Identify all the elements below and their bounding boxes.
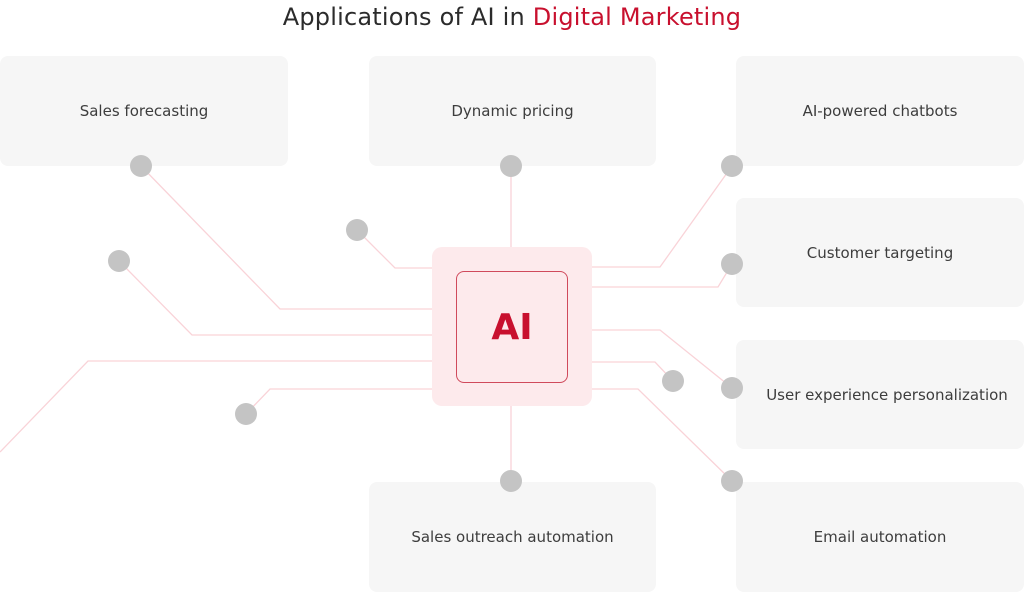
app-label: AI-powered chatbots — [802, 102, 958, 120]
node-dot-icon — [662, 370, 684, 392]
app-label: Dynamic pricing — [451, 102, 574, 120]
node-dot-icon — [108, 250, 130, 272]
title-prefix: Applications of AI in — [282, 3, 533, 31]
app-label: Customer targeting — [806, 243, 954, 262]
node-dot-icon — [235, 403, 257, 425]
app-box-sales-forecasting: Sales forecasting — [0, 56, 288, 166]
node-dot-icon — [130, 155, 152, 177]
node-dot-icon — [721, 253, 743, 275]
node-dot-icon — [721, 377, 743, 399]
app-box-customer-targeting: Customer targeting — [736, 198, 1024, 307]
app-label: Email automation — [813, 528, 947, 546]
app-box-email-automation: Email automation — [736, 482, 1024, 592]
app-box-ai-chatbots: AI-powered chatbots — [736, 56, 1024, 166]
diagram-title: Applications of AI in Digital Marketing — [0, 0, 1024, 34]
app-box-sales-outreach: Sales outreach automation — [369, 482, 656, 592]
app-label: Sales forecasting — [79, 102, 209, 120]
title-accent: Digital Marketing — [532, 3, 742, 31]
ai-chip: AI — [456, 271, 568, 383]
app-label: Sales outreach automation — [411, 528, 614, 546]
ai-hub: AI — [432, 247, 592, 406]
node-dot-icon — [500, 470, 522, 492]
node-dot-icon — [500, 155, 522, 177]
node-dot-icon — [721, 470, 743, 492]
node-dot-icon — [721, 155, 743, 177]
node-dot-icon — [346, 219, 368, 241]
app-label: User experience personalization — [766, 385, 1008, 404]
app-box-ux-personalization: User experience personalization — [736, 340, 1024, 449]
app-box-dynamic-pricing: Dynamic pricing — [369, 56, 656, 166]
ai-hub-label: AI — [491, 306, 533, 348]
